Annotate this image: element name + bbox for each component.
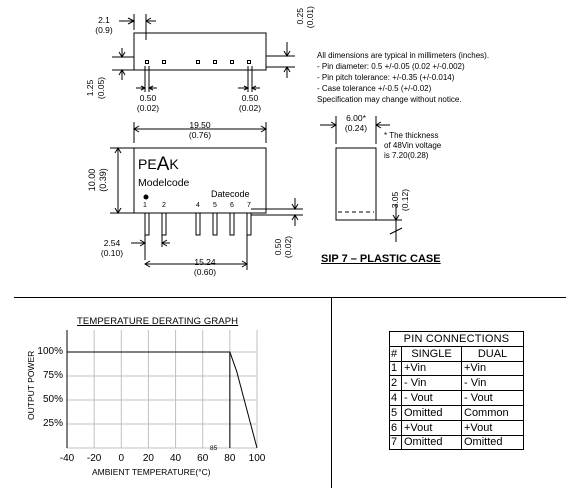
spec-notes: All dimensions are typical in millimeter…	[317, 51, 490, 104]
table-row: 2- Vin- Vin	[389, 375, 524, 392]
horizontal-divider	[14, 297, 566, 298]
chart-series	[67, 351, 258, 449]
pin-number: 6	[230, 202, 234, 209]
dual-cell: +Vout	[461, 419, 524, 436]
brand-logo: PEAK	[138, 154, 179, 175]
pin-number-cell: 6	[389, 419, 402, 436]
dim-lead-thickness-mm: 0.50	[273, 238, 283, 256]
chart-x-tick-label: 20	[142, 453, 154, 464]
dim-left-side-mm: 1.25	[85, 79, 95, 97]
dim-top-left-in: (0.9)	[95, 25, 113, 35]
pin-number: 7	[247, 202, 251, 209]
dim-length-mm: 19.50	[189, 120, 211, 130]
dim-width-mm: 6.00*	[346, 113, 366, 123]
dim-lead-length-mm: 3.05	[390, 191, 400, 209]
chart-x-tick-label: 100	[248, 453, 266, 464]
header-number: #	[389, 345, 402, 362]
pin-number-cell: 2	[389, 375, 402, 392]
pin-number: 1	[143, 202, 147, 209]
header-single: SINGLE	[401, 345, 462, 362]
chart-x-tick-label: -20	[86, 453, 102, 464]
single-cell: +Vout	[401, 419, 462, 436]
pin-number: 4	[196, 202, 200, 209]
table-title: PIN CONNECTIONS	[389, 331, 524, 347]
pin-number-cell: 5	[389, 404, 402, 421]
table-row: 4- Vout- Vout	[389, 390, 524, 406]
chart-x-tick-label: 0	[118, 453, 125, 464]
dim-pitch-in: (0.10)	[100, 248, 124, 258]
dim-pin-right-mm: 0.50	[241, 93, 259, 103]
case-label: SIP 7 – PLASTIC CASE	[321, 253, 441, 265]
chart-y-tick-label: 50%	[42, 394, 63, 405]
dim-pin-left-mm: 0.50	[139, 93, 157, 103]
dual-cell: Common	[461, 404, 524, 421]
chart-y-tick-label: 100%	[37, 346, 63, 357]
dual-cell: - Vin	[461, 375, 524, 392]
dim-length-in: (0.76)	[188, 130, 212, 140]
pin-number-cell: 4	[389, 390, 402, 406]
chart-y-tick-label: 25%	[42, 418, 63, 429]
pin-number-cell: 1	[389, 360, 402, 377]
dim-span-mm: 15.24	[194, 257, 216, 267]
table-row: 6+Vout+Vout	[389, 419, 524, 436]
dual-cell: +Vin	[461, 360, 524, 377]
pin-number: 2	[162, 202, 166, 209]
dim-left-side-in: (0.05)	[96, 76, 106, 100]
table-row: 1+Vin+Vin	[389, 360, 524, 377]
dim-lead-length-in: (0.12)	[400, 188, 410, 212]
top-view-body	[133, 32, 267, 71]
chart-y-tick-label: 75%	[42, 370, 63, 381]
dim-height-mm: 10.00	[87, 168, 97, 192]
dual-cell: - Vout	[461, 390, 524, 406]
side-view-body	[335, 147, 377, 221]
dim-lead-thickness-in: (0.02)	[283, 235, 293, 259]
modelcode-label: Modelcode	[138, 177, 190, 189]
chart-grid	[66, 330, 258, 449]
dim-pin-left-in: (0.02)	[136, 103, 160, 113]
dim-top-right-in: (0.01)	[305, 6, 315, 29]
chart-x-tick-label: 40	[170, 453, 182, 464]
single-cell: +Vin	[401, 360, 462, 377]
datecode-label: Datecode	[211, 189, 250, 199]
thickness-note: * The thickness of 48Vin voltage is 7.20…	[384, 131, 442, 160]
mechanical-drawing	[110, 14, 403, 270]
chart-x-tick-label: 80	[224, 453, 236, 464]
dim-pitch-mm: 2.54	[103, 238, 121, 248]
chart-title: TEMPERATURE DERATING GRAPH	[77, 316, 239, 327]
pin-number: 5	[213, 202, 217, 209]
dual-cell: Omitted	[461, 434, 524, 451]
chart-x-tick-label: -40	[59, 453, 75, 464]
chart-x-tick-label: 60	[197, 453, 209, 464]
derating-chart	[66, 330, 258, 449]
header-dual: DUAL	[461, 345, 524, 362]
single-cell: Omitted	[401, 434, 462, 451]
dim-pin-right-in: (0.02)	[238, 103, 262, 113]
chart-x-axis-label: AMBIENT TEMPERATURE(°C)	[92, 467, 211, 477]
table-header-row: # SINGLE DUAL	[389, 345, 524, 362]
chart-marker-label: 85	[210, 445, 218, 452]
single-cell: Omitted	[401, 404, 462, 421]
dim-top-left-mm: 2.1	[98, 15, 110, 25]
single-cell: - Vout	[401, 390, 462, 406]
chart-series-line	[67, 351, 258, 449]
dim-span-in: (0.60)	[193, 267, 217, 277]
pin-number-cell: 7	[389, 434, 402, 451]
vertical-divider	[331, 297, 332, 488]
dim-top-right-mm: 0.25	[295, 8, 305, 25]
dim-height-in: (0.39)	[98, 168, 108, 192]
chart-y-axis-label: OUTPUT POWER	[26, 350, 36, 420]
single-cell: - Vin	[401, 375, 462, 392]
table-title-row: PIN CONNECTIONS	[389, 331, 524, 347]
dim-width-in: (0.24)	[344, 123, 368, 133]
